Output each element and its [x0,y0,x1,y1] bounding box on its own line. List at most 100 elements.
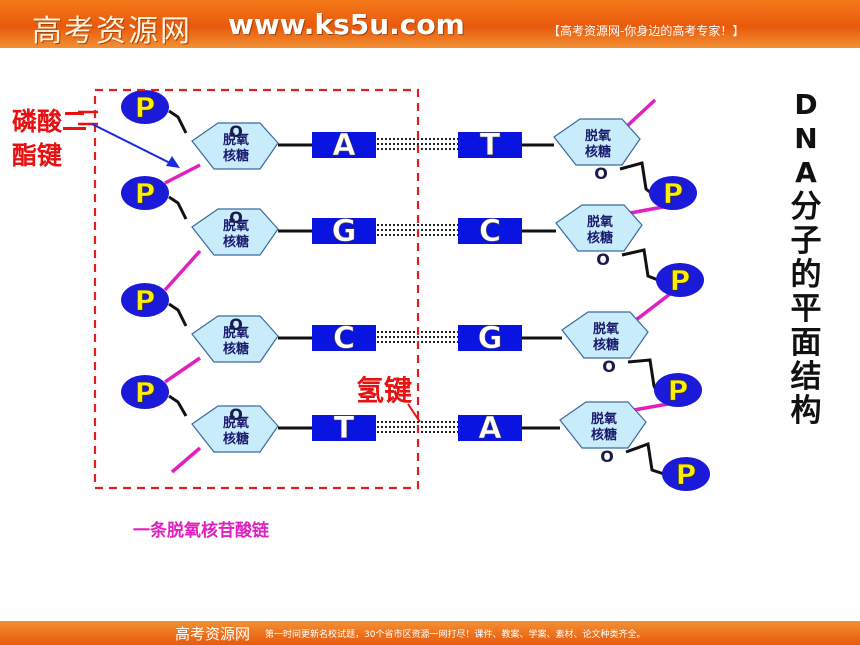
hydrogen-bond-label: 氢键 [356,374,412,407]
backbone-line [168,195,188,220]
backbone-line [168,109,188,134]
hydrogen-pointer [407,403,421,423]
base-label: T [480,128,501,163]
pointer-arrowhead [166,156,180,168]
header-logo: 高考资源网 [32,14,192,49]
base-label: C [479,214,501,249]
phosphodiester-label: 磷酸二 [12,107,87,136]
sugar-label: 脱氧 [223,415,249,431]
footer-logo: 高考资源网 [175,625,251,643]
backbone-line [627,358,658,391]
sugar-label: 核糖 [587,230,613,246]
phosphate-circle [121,283,169,317]
footer-text: 第一时间更新名校试题，30个省市区资源一网打尽！课件、教案、学案、素材、论文种类… [265,630,646,640]
backbone-line [168,302,188,327]
phosphate-circle [121,176,169,210]
phosphate-label: P [135,177,156,210]
base-label: G [332,214,357,249]
sugar-label: 脱氧 [223,325,249,341]
backbone-line [619,161,652,195]
sugar-left [191,122,279,170]
phosphate-label: P [668,374,689,407]
sugar-label: 核糖 [593,337,619,353]
backbone-line [168,394,188,417]
oxygen-label: O [229,315,243,334]
oxygen-label: O [596,250,610,269]
phosphodiester-bond [624,98,657,129]
oxygen-label: O [229,122,243,141]
base-right [458,132,522,158]
phosphate-circle [649,176,697,210]
base-label: A [332,128,356,163]
sugar-left [191,405,279,453]
base-label: T [334,411,355,446]
header-site-url[interactable]: www.ks5u.com [228,8,465,41]
base-label: A [478,411,502,446]
sugar-label: 脱氧 [591,411,617,427]
diagram-title-char: A [795,156,817,189]
phosphodiester-label: 酯键 [12,141,62,170]
sugar-label: 核糖 [223,431,249,447]
phosphodiester-bond [629,205,664,215]
diagram-title-char: D [794,88,818,121]
sugar-label: 脱氧 [593,321,619,337]
diagram-title-char: 的 [790,257,822,293]
sugar-right [559,401,647,449]
sugar-label: 脱氧 [223,218,249,234]
oxygen-label: O [600,447,614,466]
diagram-title-char: 分 [790,189,822,225]
sugar-left [191,315,279,363]
pointer-arrow [91,123,173,165]
strand-label: 一条脱氧核苷酸链 [133,520,270,541]
phosphodiester-bond [164,163,201,185]
oxygen-label: O [229,405,243,424]
base-left [312,325,376,351]
diagram-title-char: N [794,122,818,155]
backbone-line [625,441,665,476]
phosphodiester-bond [164,356,201,384]
base-left [312,415,376,441]
phosphodiester-bond [633,402,669,412]
sugar-right [553,118,641,166]
sugar-label: 核糖 [591,427,617,443]
sugar-label: 核糖 [585,144,611,160]
phosphate-circle [656,263,704,297]
oxygen-label: O [602,357,616,376]
sugar-label: 脱氧 [587,214,613,230]
base-right [458,325,522,351]
phosphate-circle [121,90,169,124]
base-right [458,415,522,441]
footer-banner: 高考资源网 第一时间更新名校试题，30个省市区资源一网打尽！课件、教案、学案、素… [0,621,860,645]
sugar-label: 脱氧 [223,132,249,148]
phosphate-label: P [135,284,156,317]
oxygen-label: O [229,208,243,227]
phosphate-circle [654,373,702,407]
phosphate-label: P [135,91,156,124]
sugar-left [191,208,279,256]
oxygen-label: O [594,164,608,183]
phosphate-label: P [670,264,691,297]
phosphodiester-bond [170,446,202,474]
strand-box [93,88,420,490]
header-slogan: 【高考资源网-你身边的高考专家！】 [548,24,745,38]
base-right [458,218,522,244]
base-left [312,132,376,158]
phosphate-circle [662,457,710,491]
base-label: G [478,321,503,356]
sugar-label: 核糖 [223,341,249,357]
phosphodiester-bond [163,249,202,292]
diagram-title-char: 结 [790,359,822,395]
sugar-right [561,311,649,359]
base-left [312,218,376,244]
diagram-title-char: 子 [790,223,822,259]
diagram-title-char: 构 [790,393,822,429]
phosphate-circle [121,375,169,409]
phosphodiester-bond [634,292,672,322]
diagram-title-char: 面 [790,325,822,361]
phosphate-label: P [676,458,697,491]
phosphate-label: P [663,177,684,210]
header-banner: 高考资源网 www.ks5u.com 【高考资源网-你身边的高考专家！】 [0,0,860,49]
backbone-line [621,248,659,282]
